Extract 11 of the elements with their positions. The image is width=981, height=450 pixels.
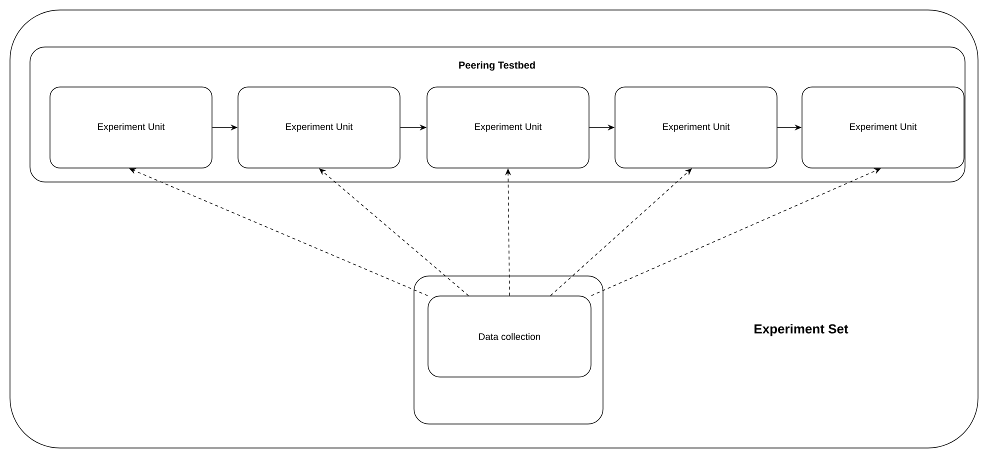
heading: Peering Testbed [459,61,535,71]
dashed-arrow [591,168,881,296]
heading: Experiment Set [754,324,848,336]
process-box: Experiment Unit [238,86,400,168]
process-box: Data collection [428,296,592,378]
process-box: Experiment Unit [802,86,964,168]
container-box [414,276,604,424]
process-box: Experiment Unit [50,86,212,168]
dashed-arrow [129,168,428,296]
process-box: Experiment Unit [614,86,778,168]
process-box: Experiment Unit [426,86,590,168]
